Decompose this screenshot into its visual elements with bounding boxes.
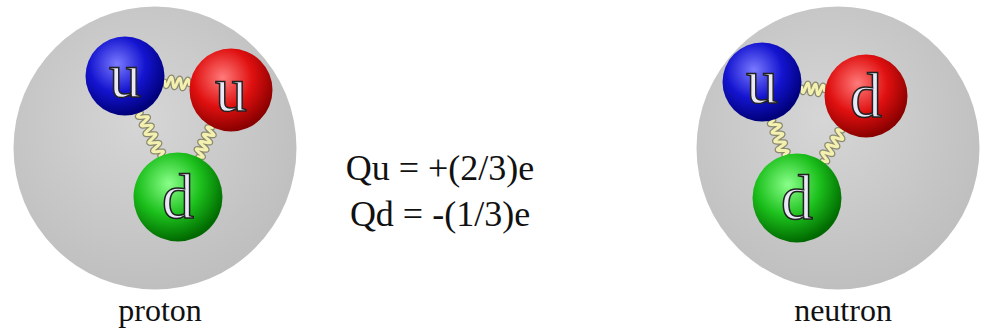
quark-circle: u	[722, 42, 802, 122]
quark-flavor: d	[850, 64, 882, 128]
quark-disc	[723, 43, 802, 122]
quark-circle: d	[752, 153, 842, 243]
charge-label: Qd = -(1/3)e	[240, 192, 640, 236]
quark-circle: u	[85, 36, 165, 116]
nucleon-circle: proton u ud	[13, 6, 307, 329]
nucleon-disc	[14, 7, 297, 290]
quark-circle: d	[824, 54, 908, 138]
quark-flavor: u	[109, 44, 141, 108]
nucleon-circle: neutronudd	[696, 6, 989, 329]
nucleon-name: proton	[13, 291, 307, 329]
quark-flavor: u	[215, 58, 247, 122]
label-anchor: Qu = +(2/3)e	[240, 146, 640, 190]
quark-circle: u	[189, 48, 273, 132]
nucleon-name: neutron	[696, 291, 989, 329]
charge-label: Qu = +(2/3)e	[240, 146, 640, 190]
quark-disc	[134, 153, 223, 242]
quark-flavor: d	[781, 166, 813, 230]
nucleon-outline	[13, 6, 297, 290]
quark-flavor: d	[162, 165, 194, 229]
quark-flavor: u	[746, 50, 778, 114]
nucleon-disc	[697, 7, 980, 290]
quark-disc	[86, 37, 165, 116]
quark-disc	[190, 49, 273, 132]
quark-disc	[825, 55, 908, 138]
label-anchor: Qd = -(1/3)e	[240, 192, 640, 236]
nucleon-outline	[696, 6, 980, 290]
quark-circle: d	[133, 152, 223, 242]
quark-disc	[753, 154, 842, 243]
